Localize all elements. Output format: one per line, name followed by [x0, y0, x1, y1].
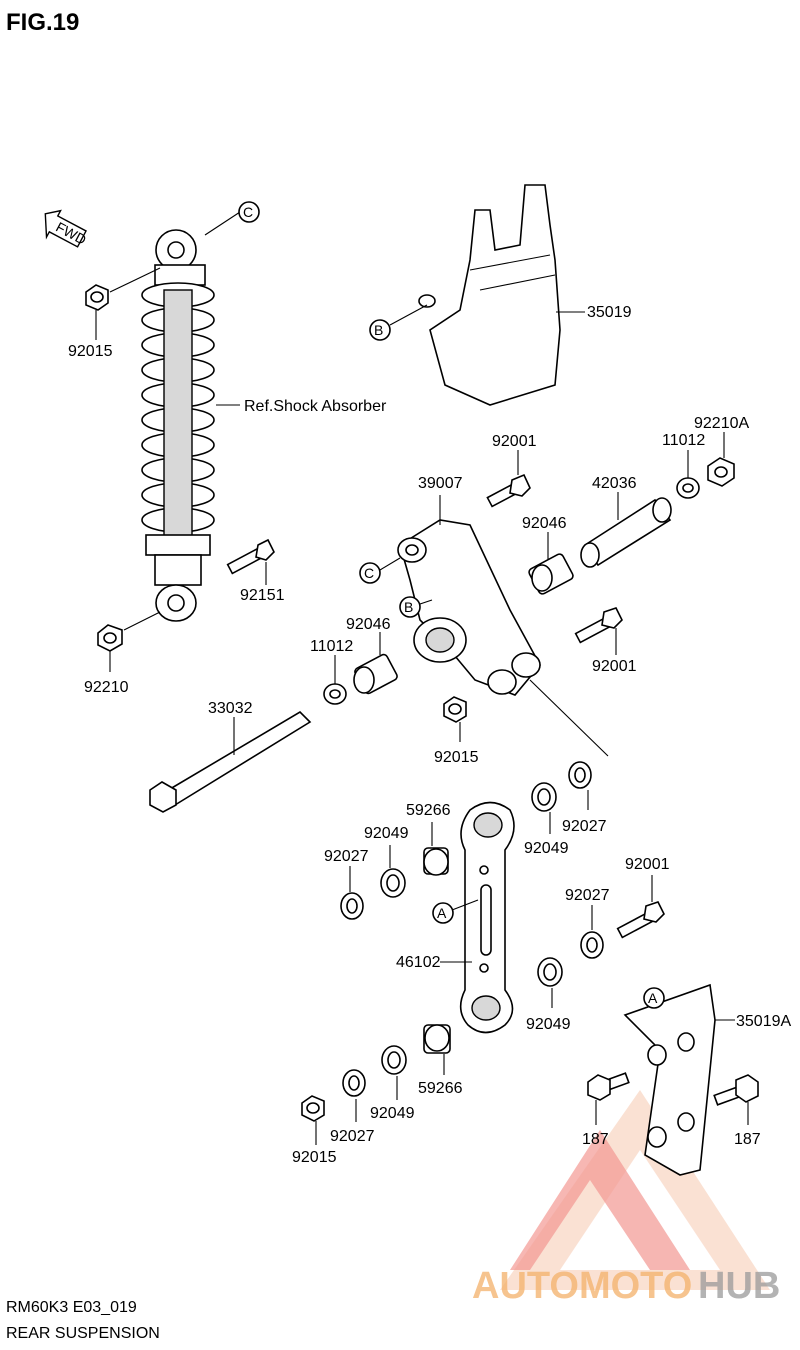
label-92027-c: 92027 [565, 887, 610, 904]
label-59266-top: 59266 [406, 802, 451, 819]
callout-c-top: C [204, 201, 260, 236]
label-35019A: 35019A [736, 1013, 791, 1030]
part-35019A-bracket: A 35019A [623, 983, 791, 1176]
part-39007-link: 39007 C B [359, 475, 609, 757]
label-ref-shock-absorber: Ref.Shock Absorber [244, 398, 387, 415]
label-59266-low: 59266 [418, 1080, 463, 1097]
label-92001-top: 92001 [492, 433, 537, 450]
callout-a-bracket: A [648, 990, 658, 1006]
part-92001-low: 92001 [616, 856, 670, 939]
part-59266-top: 59266 [406, 802, 451, 876]
watermark-text-hub: HUB [698, 1265, 780, 1307]
label-92049-a: 92049 [364, 825, 409, 842]
label-92046-top: 92046 [522, 515, 567, 532]
label-92015-mid: 92015 [434, 749, 479, 766]
label-187-right: 187 [734, 1131, 761, 1148]
label-35019: 35019 [587, 304, 632, 321]
part-11012-mid: 11012 [310, 638, 353, 705]
watermark-triangle-stroke [510, 1130, 690, 1270]
watermark-wordmark: AUTOMOTO HUB [472, 1265, 780, 1307]
watermark-logo [500, 1090, 770, 1290]
watermark-triangle-inner [560, 1150, 720, 1270]
part-92027-b: 92027 [562, 761, 607, 835]
watermark-text-automoto: AUTOMOTO [472, 1265, 692, 1307]
part-92046-top: 92046 [522, 515, 574, 595]
label-92027-a: 92027 [324, 848, 369, 865]
part-187-right: 187 [713, 1074, 761, 1148]
part-92001-top: 92001 [486, 433, 537, 508]
footer-section-title: REAR SUSPENSION [6, 1325, 160, 1342]
callout-a-rod: A [437, 905, 447, 921]
label-92015-top: 92015 [68, 343, 113, 360]
label-92027-d: 92027 [330, 1128, 375, 1145]
part-92210A-nut: 92210A [694, 415, 749, 487]
label-42036: 42036 [592, 475, 637, 492]
part-92015-top: 92015 [68, 267, 161, 360]
svg-text:C: C [243, 204, 253, 220]
label-92210: 92210 [84, 679, 129, 696]
part-92027-d: 92027 [330, 1069, 375, 1145]
part-92210: 92210 [84, 611, 161, 696]
part-92049-b: 92049 [524, 782, 569, 857]
callout-c-link: C [364, 565, 374, 581]
label-92015-low: 92015 [292, 1149, 337, 1166]
label-92001-low: 92001 [625, 856, 670, 873]
label-92046-mid: 92046 [346, 616, 391, 633]
footer-model-code: RM60K3 E03_019 [6, 1299, 137, 1316]
label-92001-mid: 92001 [592, 658, 637, 675]
figure-title: FIG.19 [6, 9, 79, 36]
part-33032-bolt: 33032 [149, 700, 312, 813]
part-92015-mid: 92015 [434, 696, 479, 766]
part-92027-a: 92027 [324, 848, 369, 920]
part-11012-top: 11012 [662, 432, 705, 499]
fwd-arrow-icon: FWD [44, 209, 89, 248]
part-92046-mid: 92046 [346, 616, 398, 695]
label-46102: 46102 [396, 954, 441, 971]
label-92027-b: 92027 [562, 818, 607, 835]
part-187-left: 187 [582, 1072, 630, 1148]
part-92151: 92151 [226, 538, 285, 604]
callout-b-link: B [404, 599, 413, 615]
part-92027-c: 92027 [565, 887, 610, 959]
part-92001-mid: 92001 [574, 607, 637, 675]
shock-absorber [141, 229, 215, 622]
label-39007: 39007 [418, 475, 463, 492]
label-92049-c: 92049 [526, 1016, 571, 1033]
part-92015-low: 92015 [292, 1095, 337, 1166]
label-33032: 33032 [208, 700, 253, 717]
part-92049-d: 92049 [370, 1045, 415, 1122]
part-35019-guard: B 35019 [369, 184, 632, 406]
shock-spring [141, 282, 215, 541]
label-11012-top: 11012 [662, 432, 705, 449]
part-46102-rod: A 46102 [396, 801, 515, 1034]
part-42036-sleeve: 42036 [580, 475, 672, 568]
callout-b-guard: B [374, 322, 383, 338]
part-92049-a: 92049 [364, 825, 409, 898]
part-92049-c: 92049 [526, 957, 571, 1033]
label-11012-mid: 11012 [310, 638, 353, 655]
label-92049-d: 92049 [370, 1105, 415, 1122]
label-92151: 92151 [240, 587, 285, 604]
part-59266-low: 59266 [418, 1024, 463, 1097]
label-92210A: 92210A [694, 415, 749, 432]
label-92049-b: 92049 [524, 840, 569, 857]
label-187-left: 187 [582, 1131, 609, 1148]
